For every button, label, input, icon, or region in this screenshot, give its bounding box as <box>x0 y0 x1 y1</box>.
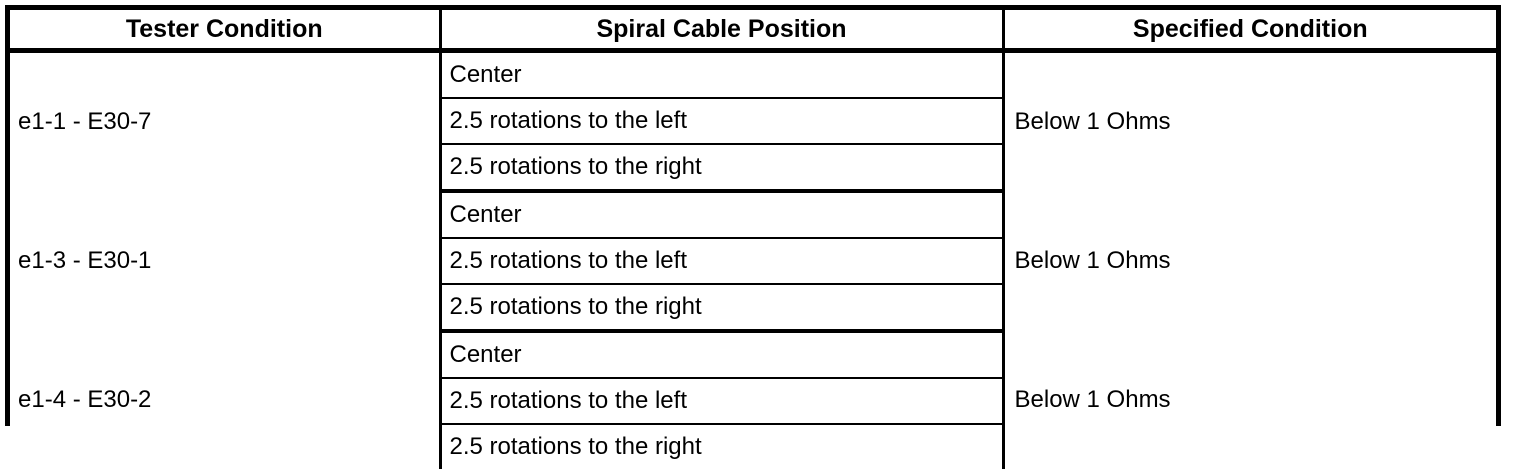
spiral-cable-position-cell: Center <box>440 191 1003 238</box>
specified-condition-cell: Below 1 Ohms <box>1003 191 1496 331</box>
spiral-cable-position-cell: Center <box>440 331 1003 378</box>
column-header-specified-condition: Specified Condition <box>1003 10 1496 51</box>
spiral-cable-position-cell: 2.5 rotations to the right <box>440 144 1003 191</box>
table-row: e1-1 - E30-7 Center Below 1 Ohms <box>10 51 1496 99</box>
spiral-cable-position-cell: 2.5 rotations to the right <box>440 284 1003 331</box>
spec-table-container: Tester Condition Spiral Cable Position S… <box>5 5 1501 426</box>
spiral-cable-position-cell: 2.5 rotations to the right <box>440 424 1003 469</box>
spiral-cable-position-cell: 2.5 rotations to the left <box>440 98 1003 144</box>
tester-condition-cell: e1-3 - E30-1 <box>10 191 440 331</box>
table-header: Tester Condition Spiral Cable Position S… <box>10 10 1496 51</box>
table-body: e1-1 - E30-7 Center Below 1 Ohms 2.5 rot… <box>10 51 1496 469</box>
specified-condition-cell: Below 1 Ohms <box>1003 51 1496 192</box>
tester-condition-cell: e1-1 - E30-7 <box>10 51 440 192</box>
tester-condition-cell: e1-4 - E30-2 <box>10 331 440 469</box>
specification-table: Tester Condition Spiral Cable Position S… <box>10 10 1496 469</box>
specified-condition-cell: Below 1 Ohms <box>1003 331 1496 469</box>
table-header-row: Tester Condition Spiral Cable Position S… <box>10 10 1496 51</box>
column-header-spiral-cable-position: Spiral Cable Position <box>440 10 1003 51</box>
table-row: e1-3 - E30-1 Center Below 1 Ohms <box>10 191 1496 238</box>
table-row: e1-4 - E30-2 Center Below 1 Ohms <box>10 331 1496 378</box>
spiral-cable-position-cell: 2.5 rotations to the left <box>440 238 1003 284</box>
column-header-tester-condition: Tester Condition <box>10 10 440 51</box>
spiral-cable-position-cell: Center <box>440 51 1003 99</box>
spiral-cable-position-cell: 2.5 rotations to the left <box>440 378 1003 424</box>
